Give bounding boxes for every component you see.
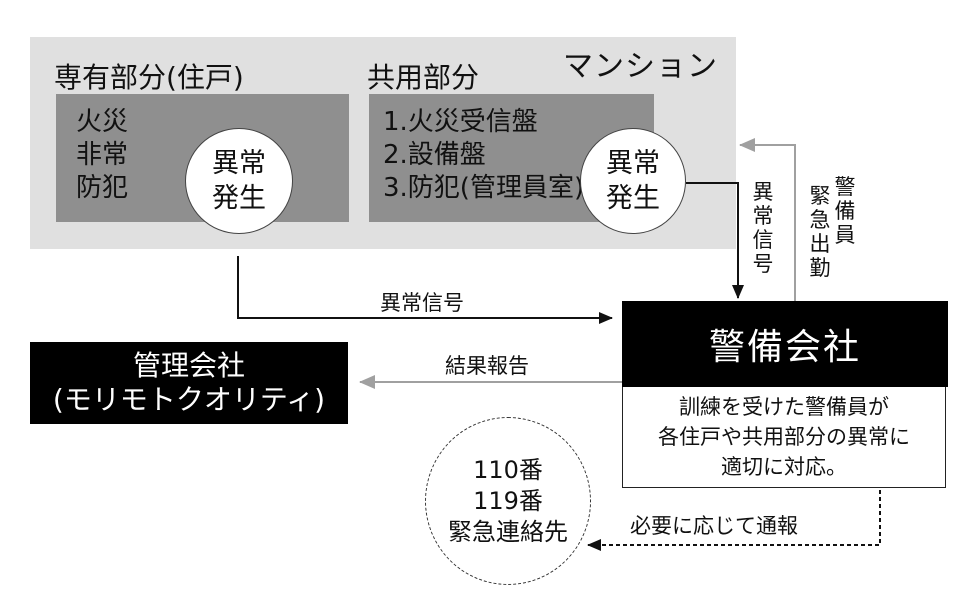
vertical-char: 緊 (809, 184, 831, 208)
security-company-name: 警備会社 (708, 327, 861, 368)
private-section-title: 専有部分(住戸) (54, 61, 244, 94)
vertical-char: 備 (834, 199, 856, 223)
common-alarm-arrow (686, 182, 744, 299)
emergency-line: 緊急連絡先 (448, 517, 568, 546)
common-event-circle: 異常 発生 (580, 128, 686, 234)
private-event-line: 発生 (212, 183, 266, 214)
description-line: 訓練を受けた警備員が (679, 395, 889, 419)
emergency-line: 119番 (473, 486, 543, 515)
common-item: 3.防犯(管理員室) (383, 173, 585, 203)
security-company-description: 訓練を受けた警備員が 各住戸や共用部分の異常に 適切に対応。 (622, 387, 946, 488)
common-event-line: 異常 (606, 148, 660, 179)
description-line: 適切に対応。 (721, 455, 847, 479)
common-item: 1.火災受信盤 (383, 107, 538, 137)
guard-dispatch-arrow (739, 138, 796, 301)
common-item: 2.設備盤 (383, 140, 486, 170)
vertical-char: 号 (752, 252, 774, 276)
common-section-title: 共用部分 (367, 61, 480, 94)
emergency-line: 110番 (473, 455, 543, 484)
guard-dispatch-label-col1: 緊 急 出 勤 (808, 184, 832, 280)
management-company-line: 管理会社 (132, 349, 245, 382)
common-event-line: 発生 (606, 183, 660, 214)
vertical-char: 警 (834, 175, 856, 199)
management-company-box: 管理会社 (モリモトクオリティ) (30, 342, 348, 424)
vertical-char: 急 (809, 208, 831, 232)
management-company-line: (モリモトクオリティ) (52, 383, 326, 416)
vertical-char: 勤 (809, 256, 831, 280)
alarm-signal-arrow (237, 256, 613, 324)
private-event-line: 異常 (212, 148, 266, 179)
notify-label: 必要に応じて通報 (630, 514, 798, 538)
result-report-label: 結果報告 (445, 354, 529, 378)
alarm-signal-vertical-label: 異 常 信 号 (751, 180, 775, 276)
private-event-circle: 異常 発生 (185, 128, 293, 234)
emergency-contacts-circle: 110番 119番 緊急連絡先 (425, 417, 591, 585)
vertical-char: 異 (752, 180, 774, 204)
security-company-box: 警備会社 (622, 301, 948, 387)
description-line: 各住戸や共用部分の異常に (658, 425, 910, 449)
vertical-char: 信 (752, 228, 774, 252)
mansion-label: マンション (563, 49, 718, 84)
alarm-signal-label: 異常信号 (380, 291, 464, 315)
vertical-char: 常 (752, 204, 774, 228)
vertical-char: 出 (809, 232, 831, 256)
vertical-char: 員 (834, 223, 856, 247)
private-panel: 火災 非常 防犯 (56, 94, 349, 222)
guard-dispatch-label-col2: 警 備 員 (833, 175, 857, 247)
private-item: 防犯 (76, 173, 129, 203)
private-item: 火災 (76, 107, 129, 137)
private-item: 非常 (76, 140, 129, 170)
